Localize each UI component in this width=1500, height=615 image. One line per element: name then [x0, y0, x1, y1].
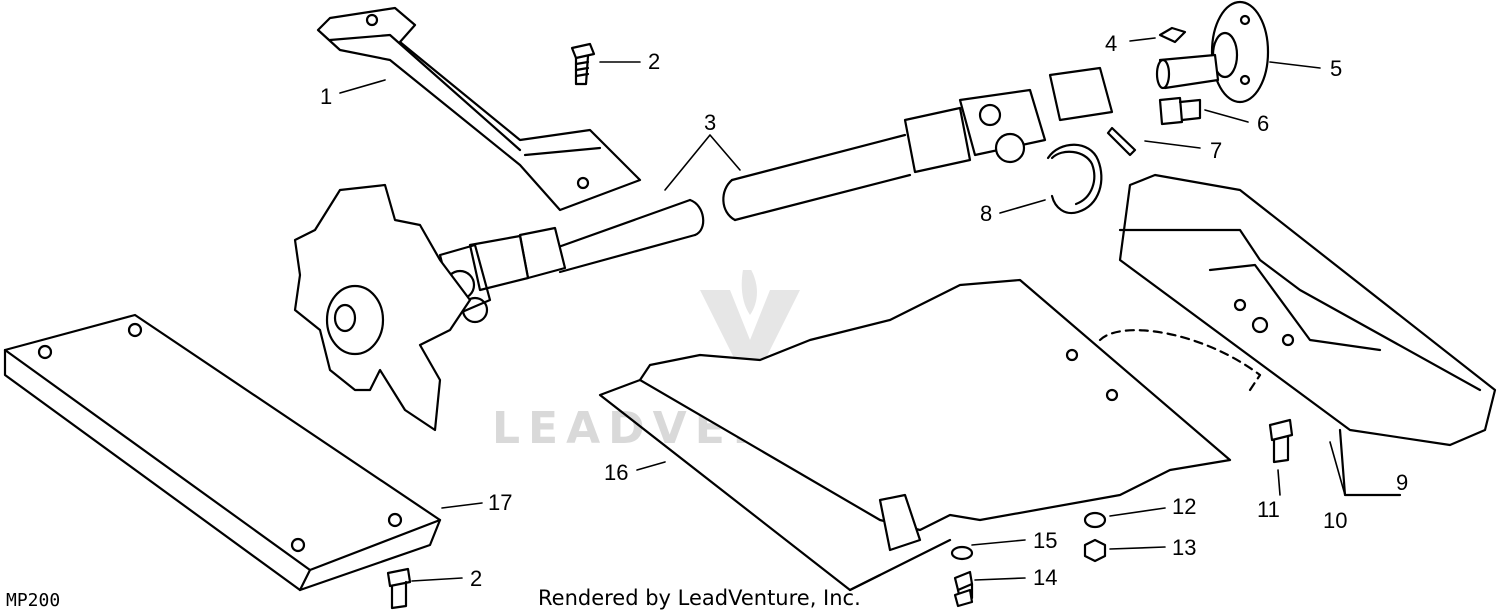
callout-2-top: 2	[648, 49, 661, 74]
callout-15: 15	[1033, 528, 1058, 553]
part-2-bolt-bottom	[386, 567, 412, 610]
callout-3: 3	[704, 110, 717, 135]
part-11-bolt	[1268, 418, 1294, 464]
part-8-snap-ring	[1046, 143, 1103, 215]
u-joint-right	[903, 66, 1114, 174]
part-12-nut	[1083, 511, 1107, 529]
watermark-logo	[700, 270, 800, 390]
part-16-plate	[598, 278, 1262, 592]
part-3-shaft	[548, 133, 912, 274]
callout-12: 12	[1172, 494, 1197, 519]
callout-7: 7	[1210, 138, 1223, 163]
callout-13: 13	[1172, 535, 1197, 560]
credit-line: Rendered by LeadVenture, Inc.	[538, 586, 861, 610]
part-1-bracket	[316, 6, 642, 212]
callout-2-bottom: 2	[470, 566, 483, 591]
callout-1: 1	[320, 84, 333, 109]
fan-blade	[293, 183, 472, 432]
part-15-washer	[950, 545, 974, 561]
figure-code: MP200	[6, 590, 61, 611]
callout-9: 9	[1396, 470, 1409, 495]
part-13-nut	[1083, 538, 1107, 563]
leader-lines	[339, 37, 1346, 582]
callout-10: 10	[1323, 508, 1348, 533]
part-5-flange	[1155, 0, 1270, 104]
callout-5: 5	[1330, 56, 1343, 81]
callout-16: 16	[604, 460, 629, 485]
callout-4: 4	[1105, 31, 1118, 56]
callout-14: 14	[1033, 565, 1058, 590]
part-17-base-plate	[3, 313, 442, 592]
callout-8: 8	[980, 201, 993, 226]
part-2-bolt-top	[570, 42, 596, 86]
part-4-key	[1158, 26, 1187, 44]
part-7-pin	[1106, 126, 1137, 157]
part-6-bolt	[1158, 96, 1202, 126]
part-14-bolt	[953, 570, 974, 608]
callout-17: 17	[488, 490, 513, 515]
callout-6: 6	[1257, 111, 1270, 136]
part-9-support	[1118, 173, 1497, 497]
callout-11: 11	[1257, 497, 1280, 522]
